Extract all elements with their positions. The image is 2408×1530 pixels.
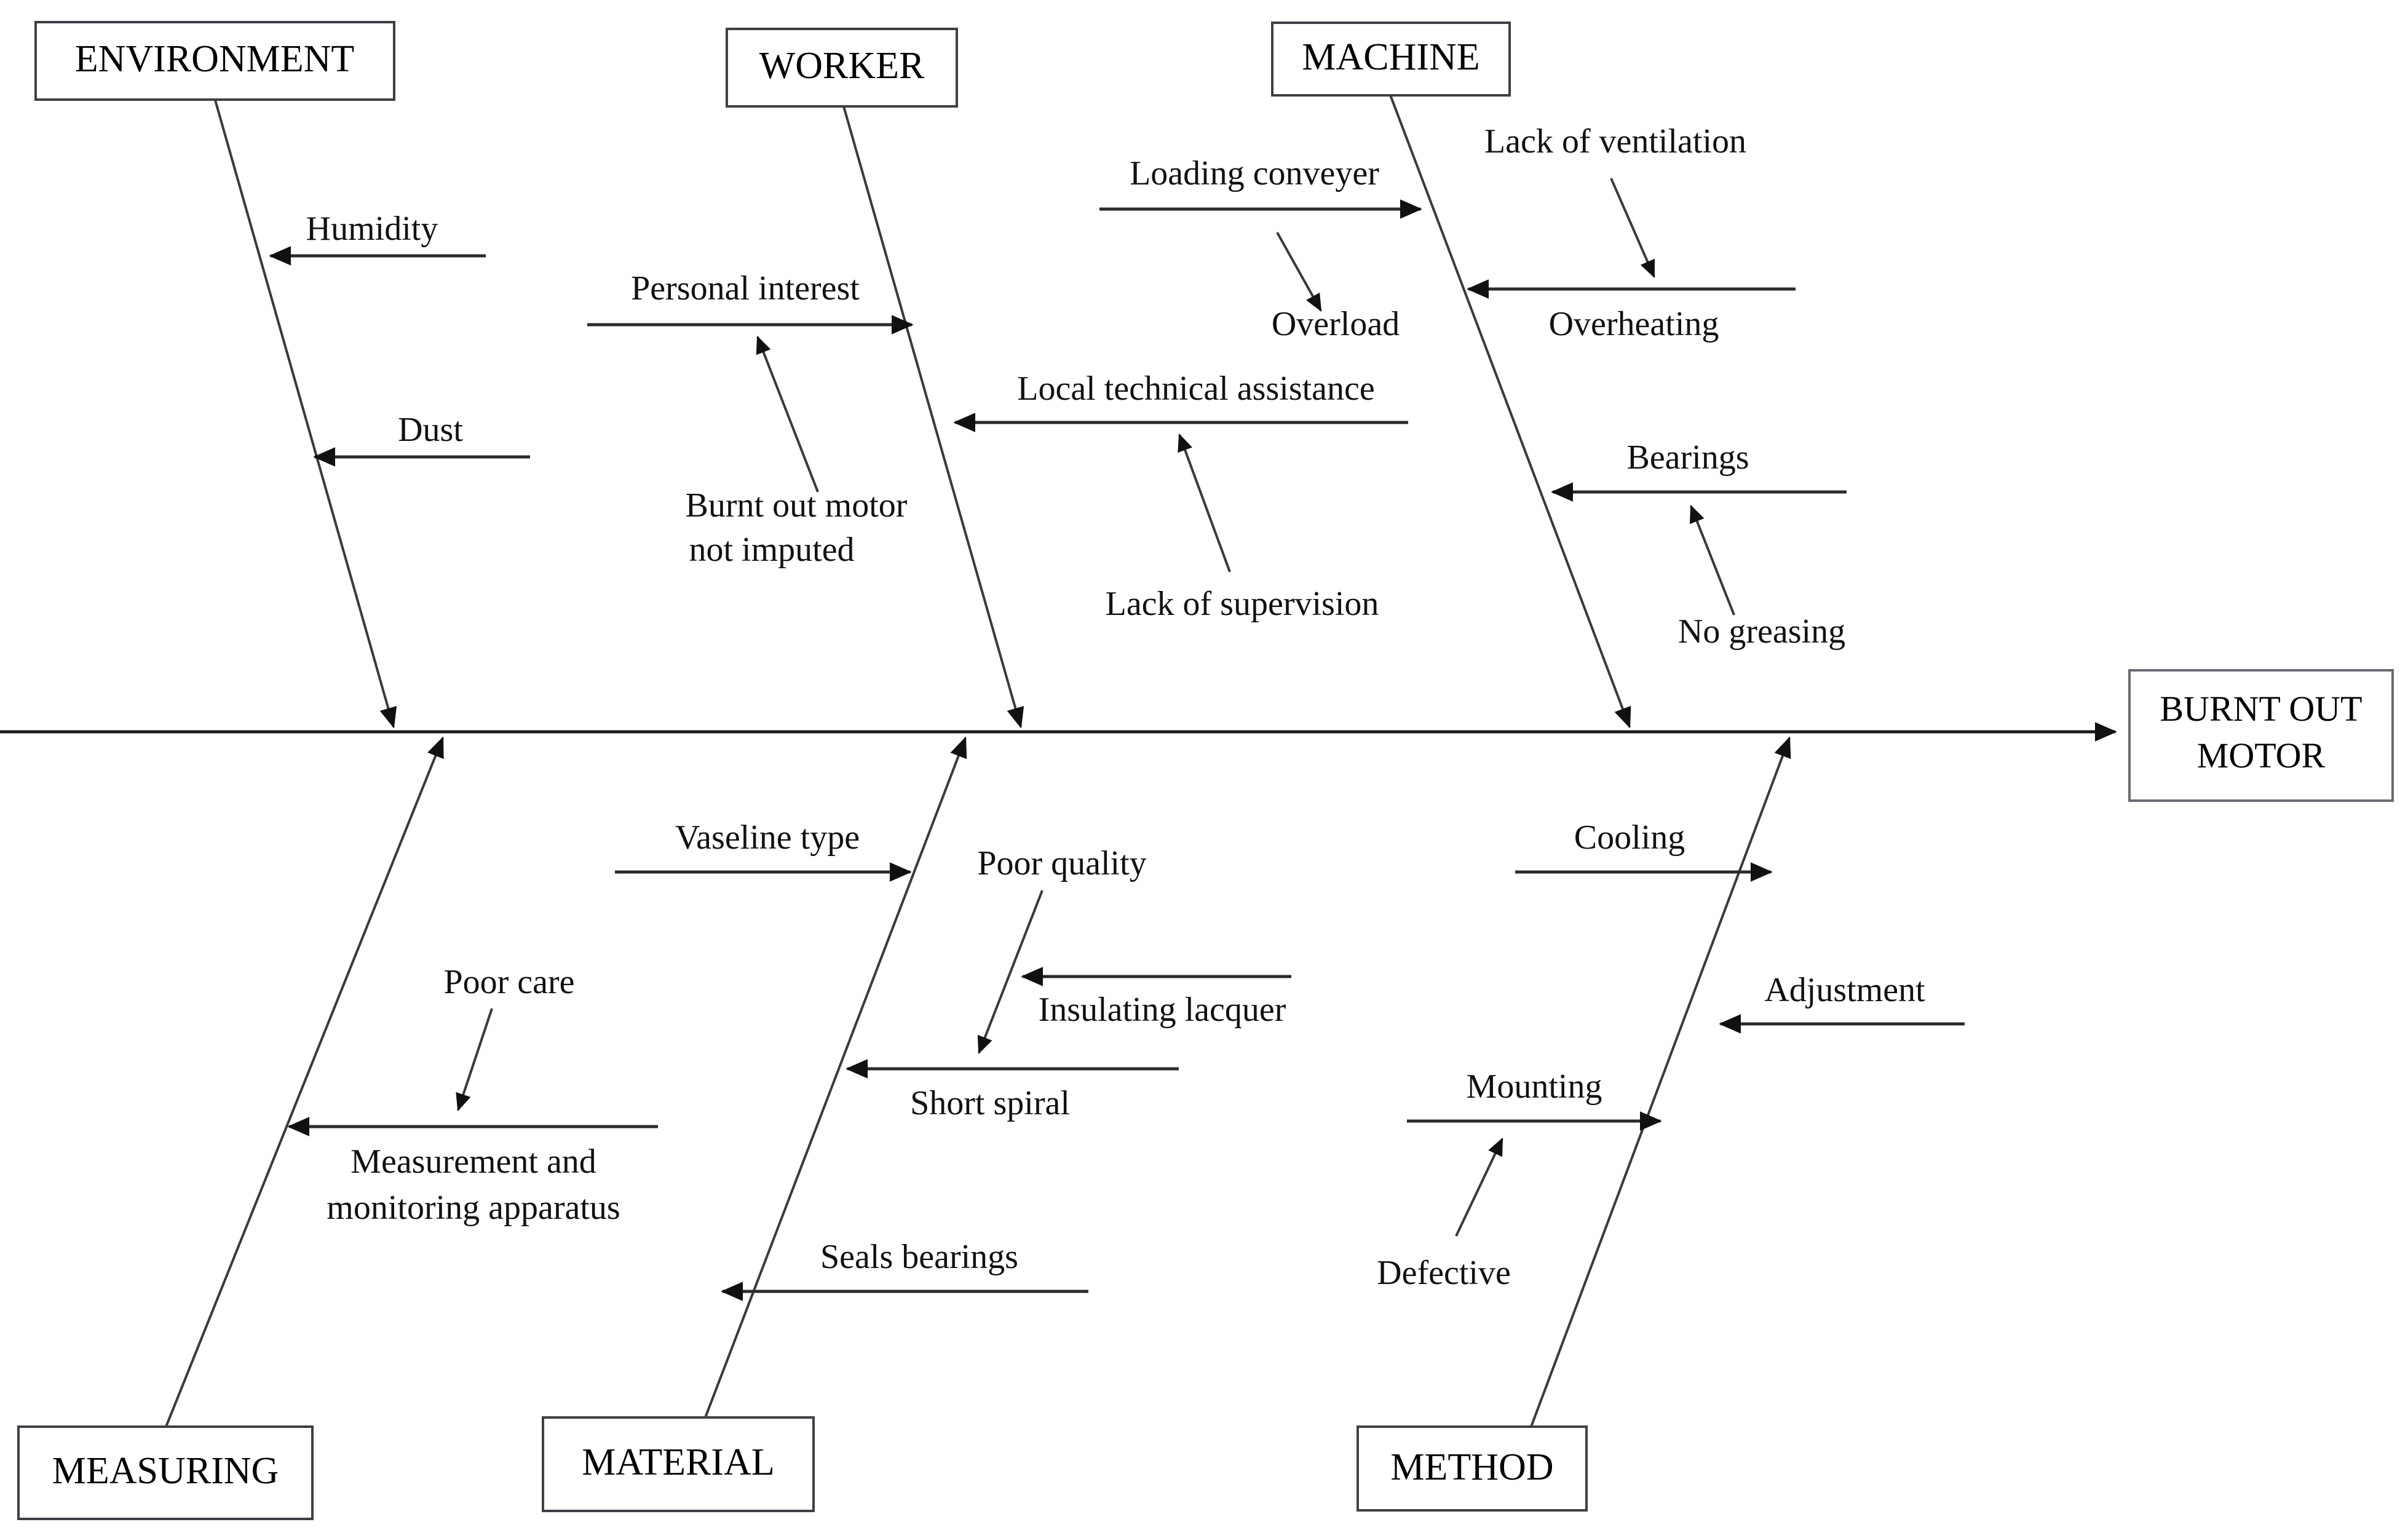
- sprig-no-greasing-arrow: [1689, 504, 1735, 616]
- branch-machine: MACHINE Loading conveyer Overload Overhe…: [1099, 22, 1847, 729]
- category-label-material: MATERIAL: [582, 1441, 774, 1483]
- branch-environment: ENVIRONMENT Humidity Dust: [34, 21, 530, 729]
- cause-label-seals-bearings: Seals bearings: [820, 1238, 1018, 1276]
- category-box-measuring[interactable]: MEASURING: [17, 1425, 314, 1520]
- cause-label-measurement-apparatus-line2: monitoring apparatus: [327, 1189, 620, 1227]
- cause-label-mounting: Mounting: [1467, 1068, 1602, 1106]
- branch-measuring: MEASURING Measurement and monitoring app…: [17, 736, 658, 1520]
- cause-label-personal-interest: Personal interest: [631, 269, 860, 307]
- rib-method: [1530, 736, 1791, 1427]
- category-box-worker[interactable]: WORKER: [726, 28, 958, 108]
- subcause-label-no-greasing: No greasing: [1678, 612, 1845, 651]
- rib-measuring: [165, 736, 444, 1427]
- sprig-poor-care-arrow: [456, 1008, 493, 1112]
- category-label-machine: MACHINE: [1302, 36, 1479, 78]
- subcause-label-lack-of-supervision: Lack of supervision: [1106, 585, 1379, 623]
- category-label-environment: ENVIRONMENT: [75, 38, 355, 80]
- sprig-lack-of-supervision-arrow: [1178, 433, 1231, 573]
- cause-label-poor-quality: Poor quality: [977, 844, 1146, 882]
- category-label-measuring: MEASURING: [52, 1450, 279, 1492]
- branch-worker: WORKER Personal interest Burnt out motor…: [587, 28, 1408, 729]
- cause-label-local-technical-assistance: Local technical assistance: [1017, 370, 1375, 408]
- effect-label-line1: BURNT OUT: [2160, 689, 2362, 729]
- category-box-material[interactable]: MATERIAL: [542, 1416, 815, 1512]
- branch-method: METHOD Cooling Adjustment Mounting Defec…: [1356, 736, 1965, 1512]
- rib-material: [704, 736, 967, 1418]
- cause-label-bearings: Bearings: [1626, 438, 1749, 477]
- category-box-machine[interactable]: MACHINE: [1271, 22, 1511, 97]
- effect-box: BURNT OUT MOTOR: [2128, 669, 2394, 802]
- cause-label-insulating-lacquer: Insulating lacquer: [1039, 991, 1286, 1029]
- category-box-method[interactable]: METHOD: [1356, 1425, 1588, 1512]
- rib-environment: [214, 100, 397, 729]
- cause-label-loading-conveyer: Loading conveyer: [1130, 154, 1379, 192]
- sprig-overload-arrow: [1276, 232, 1322, 312]
- subcause-label-defective: Defective: [1377, 1254, 1511, 1292]
- sprig-poor-quality-arrow: [977, 890, 1044, 1055]
- sprig-defective-arrow: [1455, 1137, 1503, 1237]
- cause-label-short-spiral: Short spiral: [910, 1084, 1070, 1122]
- cause-label-overheating: Overheating: [1549, 305, 1719, 343]
- subcause-label-burnt-out-motor-line1: Burnt out motor: [686, 486, 908, 525]
- cause-label-humidity: Humidity: [306, 210, 438, 248]
- cause-label-dust: Dust: [398, 411, 463, 449]
- category-label-method: METHOD: [1390, 1446, 1553, 1488]
- subcause-label-overload: Overload: [1272, 305, 1400, 343]
- subcause-label-lack-of-ventilation: Lack of ventilation: [1484, 122, 1746, 161]
- cause-label-vaseline-type: Vaseline type: [675, 819, 860, 857]
- category-label-worker: WORKER: [759, 45, 925, 87]
- cause-label-measurement-apparatus-line1: Measurement and: [351, 1143, 596, 1181]
- branch-material: MATERIAL Vaseline type Poor quality Insu…: [542, 736, 1291, 1512]
- sprig-lack-of-ventilation-arrow: [1610, 178, 1655, 279]
- category-box-environment[interactable]: ENVIRONMENT: [34, 21, 395, 101]
- rib-worker: [842, 106, 1024, 729]
- sprig-burnt-out-motor-not-imputed-arrow: [756, 335, 819, 493]
- cause-label-adjustment: Adjustment: [1764, 971, 1925, 1009]
- effect-label-line2: MOTOR: [2197, 735, 2326, 775]
- rib-machine: [1388, 93, 1631, 729]
- subcause-label-poor-care: Poor care: [443, 963, 574, 1001]
- cause-label-cooling: Cooling: [1574, 819, 1685, 857]
- subcause-label-burnt-out-motor-line2: not imputed: [689, 531, 854, 569]
